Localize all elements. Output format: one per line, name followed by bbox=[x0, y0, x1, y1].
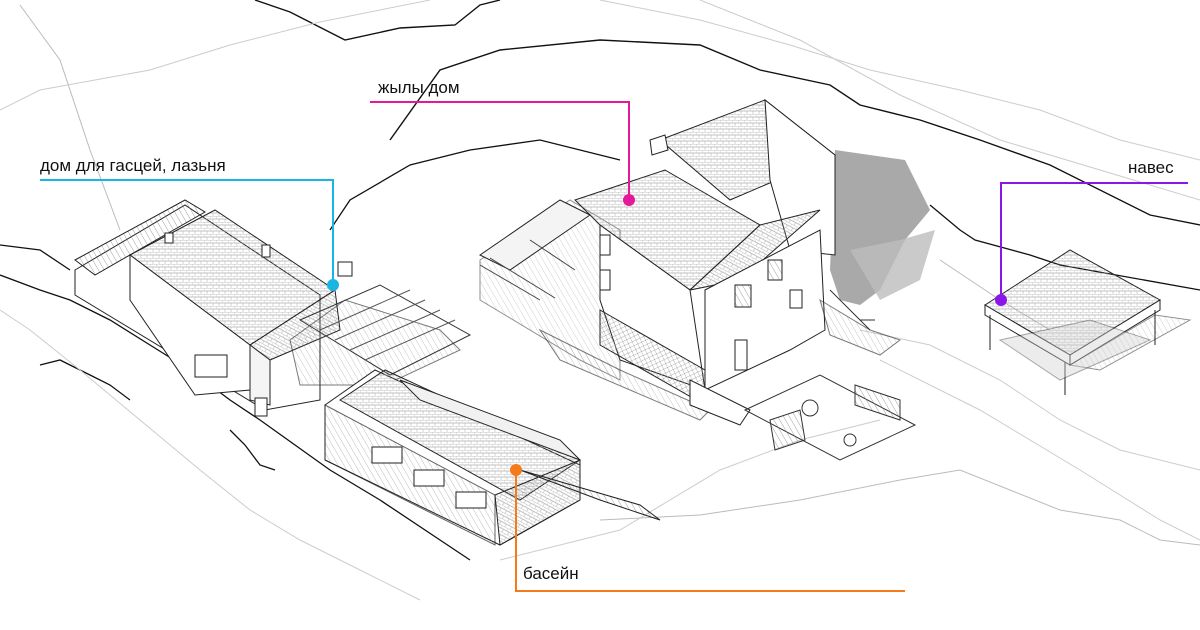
canopy-marker-dot bbox=[995, 294, 1007, 306]
main-house-building bbox=[479, 98, 902, 426]
canopy-leader-line bbox=[1000, 182, 1188, 300]
guest-house-building bbox=[74, 199, 472, 417]
terrace bbox=[743, 374, 917, 461]
guest-house-leader-line bbox=[40, 179, 334, 285]
pool-label: басейн bbox=[523, 564, 579, 583]
guest-house-label: дом для гасцей, лазьня bbox=[40, 156, 226, 175]
house-shadow bbox=[830, 150, 935, 305]
terrain-contours bbox=[0, 0, 1200, 601]
main-house-leader-line bbox=[370, 101, 630, 200]
guest-house-marker-dot bbox=[327, 279, 339, 291]
canopy-structure bbox=[984, 249, 1192, 395]
canopy-label: навес bbox=[1128, 158, 1174, 177]
pool-leader-line bbox=[515, 470, 905, 592]
main-house-label: жылы дом bbox=[378, 78, 460, 97]
main-house-marker-dot bbox=[623, 194, 635, 206]
pool-marker-dot bbox=[510, 464, 522, 476]
callout-leaders bbox=[40, 101, 1188, 592]
pool-building bbox=[324, 369, 661, 546]
